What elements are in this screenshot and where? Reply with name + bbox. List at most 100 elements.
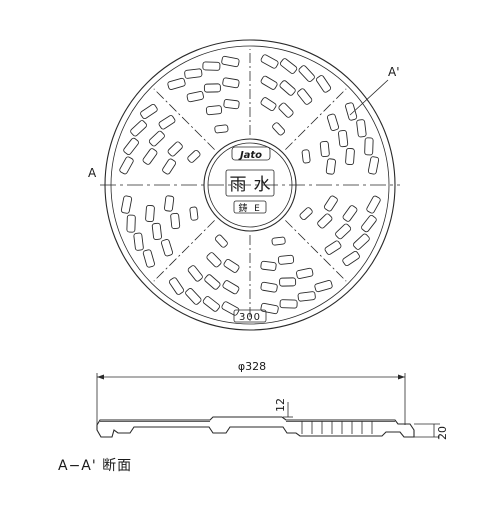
section-label-a: A	[88, 166, 97, 180]
height-label: 20	[436, 426, 449, 440]
drain-slot	[119, 156, 134, 175]
drain-slot	[271, 236, 286, 246]
drain-slot	[338, 130, 349, 148]
drain-slot	[167, 141, 183, 157]
drain-slot-pattern	[119, 54, 381, 316]
drain-slot	[221, 301, 240, 316]
drain-slot	[222, 77, 240, 89]
drain-slot	[319, 140, 330, 158]
drain-slot	[297, 88, 313, 105]
size-plate	[233, 309, 267, 323]
class-mark-right: E	[254, 204, 260, 214]
class-plate	[233, 200, 267, 214]
thickness-label: 12	[274, 398, 287, 412]
drain-slot	[158, 115, 176, 130]
drain-slot	[342, 250, 360, 267]
drain-slot	[260, 54, 279, 69]
drain-slot	[162, 158, 177, 175]
kanji-plate	[225, 169, 275, 197]
drain-slot	[184, 68, 203, 79]
drain-slot	[148, 130, 165, 147]
class-mark-left: 鋳	[238, 202, 247, 214]
drain-slot	[279, 58, 298, 74]
drain-slot	[315, 75, 332, 93]
drain-slot	[345, 102, 358, 121]
drain-slot	[202, 61, 221, 71]
drain-slot	[314, 280, 333, 293]
drain-slot	[214, 234, 228, 248]
arrow-left	[97, 374, 104, 380]
drain-slot	[167, 77, 186, 90]
drain-slot	[222, 280, 240, 295]
radial-rib	[285, 88, 347, 150]
drain-slot	[185, 288, 202, 305]
grate-section-view: φ328 12 20 A−A' 断面	[58, 360, 449, 474]
drain-slot	[326, 113, 340, 131]
radial-rib	[285, 220, 347, 282]
drain-slot	[164, 195, 175, 212]
drain-slot	[123, 137, 139, 156]
drain-slot	[335, 223, 352, 240]
drain-slot	[323, 195, 338, 212]
drain-slot	[297, 291, 316, 302]
drain-slot	[133, 232, 144, 251]
drain-slot	[260, 97, 277, 112]
drain-slot	[187, 149, 201, 163]
section-caption: A−A' 断面	[58, 458, 132, 474]
section-leader	[349, 79, 389, 116]
radial-rib	[153, 220, 215, 282]
drain-slot	[367, 156, 380, 175]
drain-slot	[279, 80, 296, 96]
drain-slot	[214, 124, 229, 134]
drain-slot	[168, 277, 185, 295]
drain-slot	[126, 214, 136, 233]
drain-slot	[260, 260, 277, 271]
drain-slot	[279, 277, 297, 287]
drain-slot	[204, 274, 221, 290]
drain-slot	[260, 75, 278, 90]
diameter-label: φ328	[238, 360, 266, 373]
drain-slot	[151, 222, 162, 240]
drain-slot	[145, 204, 155, 223]
drain-slot	[202, 296, 221, 312]
grate-plan-view: Jato 雨 水 鋳 E 300 A A'	[88, 39, 400, 331]
radial-rib	[153, 88, 215, 150]
drain-slot	[301, 149, 311, 164]
drain-slot	[299, 207, 313, 221]
drain-slot	[277, 254, 295, 265]
drain-slot	[298, 65, 315, 82]
size-plate-text: 300	[239, 312, 261, 323]
drain-slot	[325, 158, 336, 175]
brand-plate	[231, 146, 271, 161]
drain-slot	[366, 195, 381, 214]
drain-slot	[342, 205, 358, 222]
drain-slot	[187, 265, 203, 282]
brand-logo-text: Jato	[238, 150, 262, 161]
drain-slot	[140, 103, 158, 120]
drain-slot	[223, 99, 240, 110]
drain-slot	[160, 239, 174, 257]
drain-slot	[130, 120, 147, 137]
drain-slot	[142, 148, 158, 165]
drain-slot	[324, 240, 342, 255]
arrow-right	[398, 374, 405, 380]
drain-slot	[260, 302, 279, 315]
drain-slot	[345, 147, 355, 166]
drain-slot	[170, 212, 181, 230]
drain-slot	[353, 233, 370, 250]
drain-slot	[317, 213, 333, 229]
drain-slot	[223, 258, 240, 273]
drain-slot	[260, 281, 278, 293]
drain-slot	[272, 122, 286, 136]
drain-slot	[279, 299, 298, 309]
drain-slot	[203, 83, 221, 93]
drain-slot	[361, 214, 377, 233]
section-profile	[96, 416, 415, 438]
drain-slot	[364, 137, 374, 156]
radial-rib-lines	[153, 49, 347, 321]
section-label-a-prime: A'	[388, 65, 400, 79]
drain-slot	[142, 249, 155, 268]
drain-slot	[206, 252, 222, 268]
